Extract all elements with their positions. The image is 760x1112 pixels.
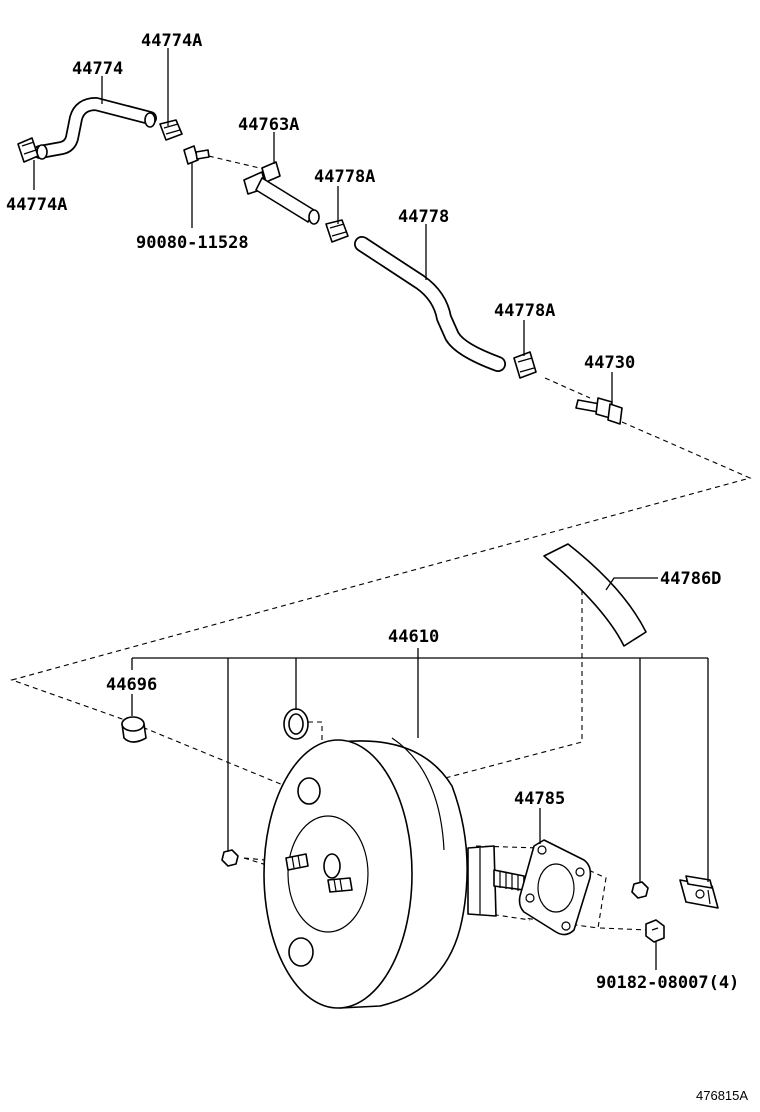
leader-lines — [33, 48, 709, 970]
push-rod — [467, 845, 525, 917]
reference-code: 476815A — [696, 1088, 748, 1103]
clamp-44778A-mid — [513, 351, 537, 379]
label-44774: 44774 — [72, 59, 123, 79]
gasket-44785 — [518, 839, 592, 936]
nut-right — [631, 881, 649, 899]
part-labels: 44774A 44774 44774A 44763A 90080-11528 4… — [6, 31, 748, 1103]
nut-90182-08007 — [645, 919, 665, 943]
hose-44774 — [33, 97, 157, 160]
clevis — [679, 875, 719, 909]
label-90080-11528: 90080-11528 — [136, 233, 249, 253]
label-90182-08007: 90182-08007(4) — [596, 973, 739, 993]
hose-44778 — [354, 236, 506, 372]
o-ring — [283, 708, 309, 740]
label-44785: 44785 — [514, 789, 565, 809]
nut-left — [221, 849, 239, 867]
clamp-44774A-left — [17, 137, 39, 163]
label-44696: 44696 — [106, 675, 157, 695]
clamp-44774A-top — [159, 119, 183, 141]
label-44774A-top: 44774A — [141, 31, 202, 51]
brake-booster-44610 — [263, 737, 468, 1009]
bolt-90080-11528 — [183, 145, 210, 165]
label-44778: 44778 — [398, 207, 449, 227]
label-44610: 44610 — [388, 627, 439, 647]
label-44730: 44730 — [584, 353, 635, 373]
label-44774A-left: 44774A — [6, 195, 67, 215]
label-44778A-mid: 44778A — [494, 301, 555, 321]
booster-studs — [285, 853, 353, 893]
check-valve-44730 — [575, 397, 623, 425]
clamp-44778A-top — [325, 219, 349, 243]
label-44778A-top: 44778A — [314, 167, 375, 187]
grommet-44696 — [121, 716, 147, 743]
label-44763A: 44763A — [238, 115, 299, 135]
union-44763A — [243, 161, 320, 225]
hose-44786D — [543, 543, 647, 647]
label-44786D: 44786D — [660, 569, 721, 589]
